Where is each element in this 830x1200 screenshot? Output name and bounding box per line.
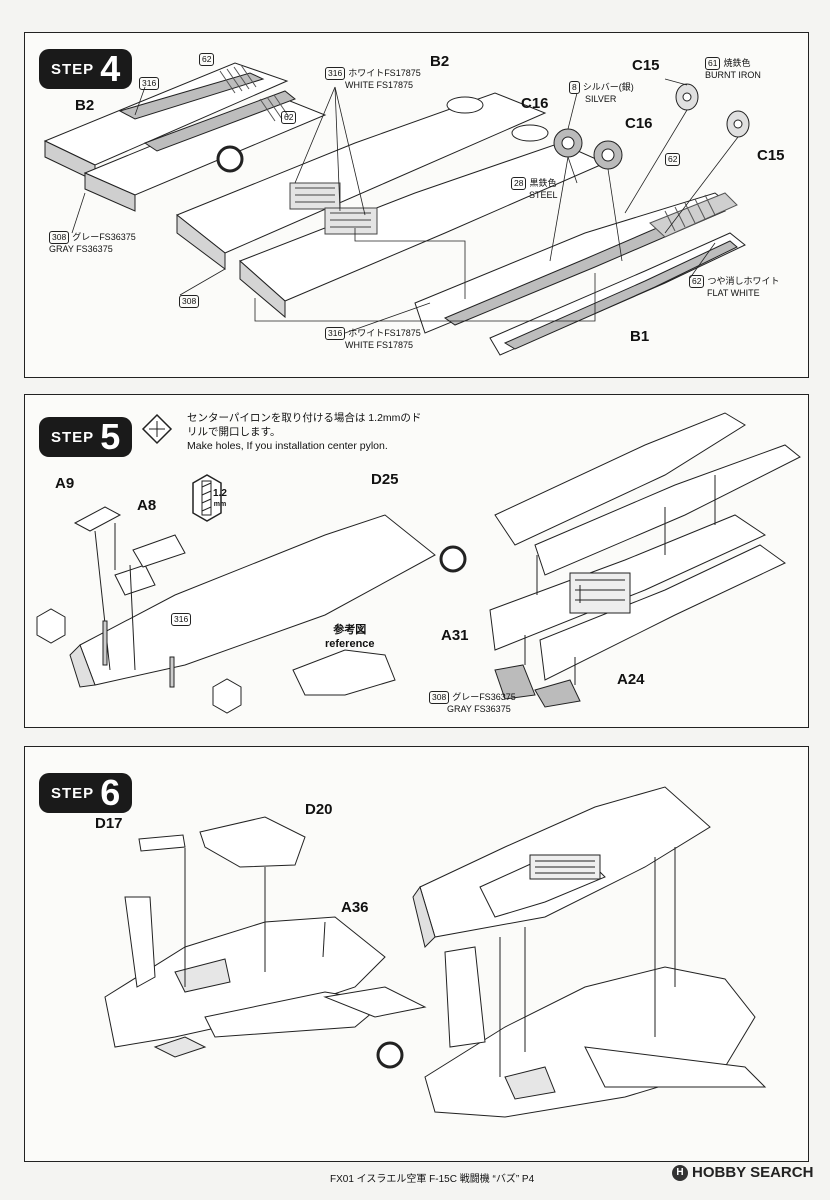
paint-note-62-top: 62 xyxy=(199,53,217,66)
step-label: STEP xyxy=(51,428,95,446)
part-b1-label: B1 xyxy=(630,328,650,345)
part-c15-top-label: C15 xyxy=(632,57,660,74)
step-number: 5 xyxy=(100,416,121,457)
drill-instruction: センターパイロンを取り付ける場合は 1.2mmのド リルで開口します。 Make… xyxy=(187,412,422,452)
part-a9-label: A9 xyxy=(55,475,75,492)
watermark-text: HOBBY SEARCH xyxy=(692,1164,814,1181)
step-4-panel: STEP 4 xyxy=(24,32,809,378)
part-d25-label: D25 xyxy=(371,471,399,488)
page-footer: FX01 イスラエル空軍 F-15C 戦闘機 “バズ” P4 xyxy=(330,1174,535,1185)
part-a24-label: A24 xyxy=(617,671,645,688)
step-5-illustration xyxy=(36,412,801,714)
step-number: 4 xyxy=(100,48,121,89)
paint-note-316: 316 xyxy=(171,613,194,626)
part-d17-label: D17 xyxy=(95,815,123,832)
step-label: STEP xyxy=(51,784,95,802)
step-number: 6 xyxy=(100,772,121,813)
paint-note-62-right: 62 xyxy=(665,153,683,166)
part-b2-right-label: B2 xyxy=(430,53,450,70)
part-c16-left-label: C16 xyxy=(521,95,549,112)
part-a36-label: A36 xyxy=(341,899,369,916)
part-b2-left-label: B2 xyxy=(75,97,95,114)
step-label: STEP xyxy=(51,60,95,78)
part-c15-right-label: C15 xyxy=(757,147,785,164)
step-6-badge: STEP 6 xyxy=(39,772,133,813)
step-4-badge: STEP 4 xyxy=(39,48,133,89)
part-d20-label: D20 xyxy=(305,801,333,818)
paint-note-62-mid: 62 xyxy=(281,111,299,124)
step-6-illustration xyxy=(104,786,767,1118)
step-4-illustration xyxy=(43,62,750,356)
step-5-badge: STEP 5 xyxy=(39,416,133,457)
watermark: H HOBBY SEARCH xyxy=(672,1164,813,1181)
part-a31-label: A31 xyxy=(441,627,469,644)
step-6-panel: STEP 6 xyxy=(24,746,809,1162)
part-a8-label: A8 xyxy=(137,497,157,514)
part-c16-right-label: C16 xyxy=(625,115,653,132)
paint-note-316-left: 316 xyxy=(139,77,162,90)
step-5-panel: STEP 5 xyxy=(24,394,809,728)
paint-note-308-mid: 308 xyxy=(179,295,202,308)
hobby-search-logo-icon: H xyxy=(672,1164,688,1181)
